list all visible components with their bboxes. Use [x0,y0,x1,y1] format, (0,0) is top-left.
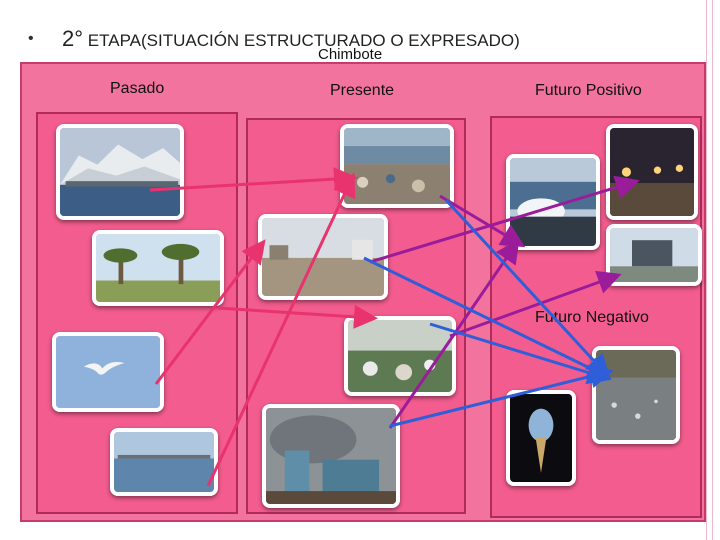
slide-subtitle: Chimbote [318,46,383,63]
polluted-water-photo [592,346,680,444]
slide-title: 2° ETAPA(SITUACIÓN ESTRUCTURADO O EXPRES… [62,26,520,52]
title-text: ETAPA(SITUACIÓN ESTRUCTURADO O EXPRESADO… [83,31,520,50]
landfill-photo [344,316,456,396]
bay-boats-photo [110,428,218,496]
mountain-harbor-photo [56,124,184,220]
oiled-bird-photo [506,390,576,486]
title-stage-number: 2° [62,26,84,51]
breakwater-waves-photo [506,154,600,250]
palm-park-photo [92,230,224,306]
column-label-futuro-negativo: Futuro Negativo [535,309,649,326]
garbage-shore-photo [340,124,454,208]
right-edge-stripe-2 [712,0,713,540]
column-label-futuro-positivo: Futuro Positivo [535,82,642,99]
right-edge-stripe [706,0,707,540]
dirt-lot-photo [258,214,388,300]
column-label-presente: Presente [330,82,395,99]
column-label-pasado: Pasado [110,80,165,97]
bullet: • [28,30,34,47]
factory-smoke-photo [262,404,400,508]
seagull-photo [52,332,164,412]
pier-structure-photo [606,224,702,286]
night-promenade-photo [606,124,698,220]
